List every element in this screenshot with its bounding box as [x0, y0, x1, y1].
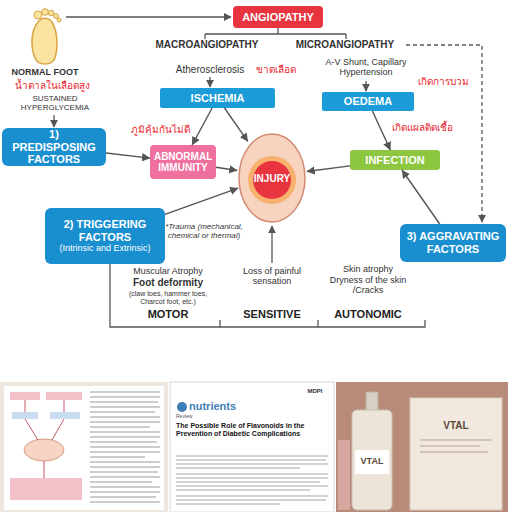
text-lines — [176, 456, 328, 504]
symptom-label: Dryness of the skin /Cracks — [320, 275, 416, 296]
node-title: 2) TRIGGERING FACTORS — [49, 218, 161, 243]
thai-note: ขาดเลือด — [256, 64, 306, 76]
thai-note: น้ำตาลในเลือดสูง — [2, 80, 102, 92]
mini-arrow — [25, 400, 64, 478]
symptom-label: Muscular Atrophy — [116, 266, 220, 276]
thai-note: ภูมิคุ้มกันไม่ดี — [112, 124, 190, 136]
injury-glow — [248, 156, 296, 204]
neuropathy-type: MOTOR — [116, 308, 220, 321]
mechanism-label: Atherosclerosis — [165, 64, 255, 76]
node-title: ABNORMAL IMMUNITY — [154, 151, 212, 174]
flow-arrow — [216, 167, 237, 170]
flow-arrow — [192, 108, 212, 145]
flow-arrow — [402, 170, 440, 224]
flow-line — [271, 226, 272, 263]
flow-arrow — [106, 153, 150, 158]
node-title: 1) PREDISPOSING FACTORS — [6, 128, 102, 166]
symptom-note: (claw toes, hammer toes, Charcot foot, e… — [116, 290, 220, 306]
node-title: ANGIOPATHY — [242, 11, 314, 24]
neuropathy-type: SENSITIVE — [230, 308, 314, 321]
factor-box: 3) AGGRAVATING FACTORS — [400, 224, 506, 262]
foot-sole — [239, 134, 305, 222]
dashed-line — [406, 45, 482, 222]
article-title: The Possible Role of Flavonoids in the P… — [176, 422, 328, 438]
toe — [48, 10, 54, 16]
mini-box — [46, 392, 82, 400]
node-title: OEDEMA — [344, 95, 392, 108]
flow-arrow — [224, 108, 247, 141]
thai-note: เกิดแผลติดเชื้อ — [392, 122, 472, 134]
factor-box: 1) PREDISPOSING FACTORS — [2, 128, 106, 166]
flow-line — [209, 77, 210, 87]
toe — [42, 9, 49, 16]
mini-box — [12, 412, 38, 419]
thai-note: เกิดการบวม — [418, 76, 478, 88]
node-title: ISCHEMIA — [191, 92, 245, 105]
cause-label: SUSTAINED HYPERGLYCEMIA — [10, 94, 100, 112]
bottle-neck — [366, 392, 378, 412]
brand-label: VTAL — [436, 420, 476, 432]
toe — [34, 11, 42, 19]
paper-page — [4, 386, 164, 510]
mini-box — [50, 412, 80, 419]
publisher-logo: MDPI — [300, 388, 330, 395]
symptom-label: Loss of painful sensation — [230, 266, 314, 287]
injury-foot: INJURY — [237, 128, 307, 224]
oedema-box: OEDEMA — [322, 92, 414, 111]
category-label: MICROANGIOPATHY — [286, 39, 404, 51]
node-title: INJURY — [254, 173, 290, 185]
category-label: MACROANGIOPATHY — [148, 39, 266, 51]
angiopathy-box: ANGIOPATHY — [233, 6, 323, 28]
bracket-line — [110, 264, 425, 327]
product-box — [410, 398, 502, 510]
toe — [54, 14, 59, 19]
paper-page — [170, 382, 334, 512]
flow-arrow — [372, 111, 390, 150]
neuropathy-type: AUTONOMIC — [320, 308, 416, 321]
symptom-label: Skin atrophy — [320, 264, 416, 274]
toe — [57, 18, 61, 22]
flow-line — [53, 115, 54, 127]
foot-sole — [32, 18, 57, 64]
ischemia-box: ISCHEMIA — [160, 88, 275, 108]
box-print — [420, 440, 492, 452]
product-box — [338, 440, 350, 510]
mechanism-label: A-V Shunt, Capillary Hypertension — [318, 57, 414, 78]
journal-name: nutrients — [189, 400, 259, 413]
immunity-box: ABNORMAL IMMUNITY — [150, 145, 216, 179]
factor-box: 2) TRIGGERING FACTORS(Intrinsic and Extr… — [45, 208, 165, 264]
foot-caption: NORMAL FOOT — [5, 67, 85, 77]
mini-foot — [24, 439, 64, 461]
node-title: INFECTION — [365, 154, 424, 167]
node-subtitle: (Intrinsic and Extrinsic) — [59, 243, 150, 253]
bottle — [352, 410, 392, 510]
article-type: Review — [176, 414, 216, 420]
mini-box — [10, 392, 40, 400]
flow-arrow — [165, 188, 238, 214]
brand-label: VTAL — [352, 456, 392, 466]
photo-background — [0, 382, 168, 512]
flow-line — [66, 16, 231, 17]
flow-line — [365, 81, 366, 91]
photo-background — [336, 382, 508, 512]
symptom-label: Foot deformity — [116, 277, 220, 289]
trauma-note: *Trauma (mechanical, chemical or thermal… — [162, 222, 246, 240]
text-lines — [90, 392, 160, 502]
journal-logo — [177, 402, 187, 412]
flow-arrow — [307, 166, 350, 172]
infection-box: INFECTION — [350, 150, 440, 170]
mini-box — [10, 478, 82, 500]
node-title: 3) AGGRAVATING FACTORS — [404, 230, 502, 255]
split-line — [205, 28, 346, 39]
injury-spot — [253, 161, 291, 199]
